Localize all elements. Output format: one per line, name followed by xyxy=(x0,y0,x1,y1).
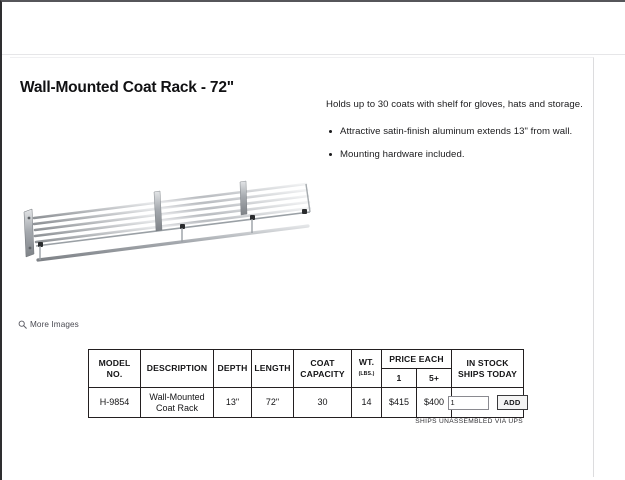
cell-description-line1: Wall-Mounted xyxy=(149,391,205,402)
header-price-qty-5plus: 5+ xyxy=(415,368,453,388)
header-stock-line2: SHIPS TODAY xyxy=(458,368,517,379)
table-header-row-1: MODEL NO. DESCRIPTION DEPTH LENGTH COAT … xyxy=(88,349,525,388)
coat-rack-illustration xyxy=(23,180,312,262)
wall-bracket-right xyxy=(239,180,248,216)
header-coat-capacity-line1: COAT xyxy=(310,357,335,368)
cell-price-5plus: $400 xyxy=(415,387,453,418)
cell-price-1: $415 xyxy=(381,387,417,418)
header-stock-status: IN STOCK SHIPS TODAY xyxy=(451,349,525,388)
header-coat-capacity: COAT CAPACITY xyxy=(293,349,352,388)
magnifier-icon xyxy=(18,320,27,329)
header-weight-label: WT. xyxy=(358,357,375,367)
cell-description: Wall-Mounted Coat Rack xyxy=(140,387,214,418)
top-divider xyxy=(2,54,625,55)
shelf-front-rail xyxy=(35,211,311,247)
cell-depth: 13" xyxy=(213,387,252,418)
header-weight-unit: (LBS.) xyxy=(358,371,375,377)
support-posts xyxy=(38,209,307,260)
spec-price-table: MODEL NO. DESCRIPTION DEPTH LENGTH COAT … xyxy=(88,349,528,418)
cell-coat-capacity: 30 xyxy=(293,387,352,418)
product-intro-text: Holds up to 30 coats with shelf for glov… xyxy=(326,99,583,110)
header-price-each: PRICE EACH xyxy=(380,349,453,369)
shelf-end-cap xyxy=(305,183,311,213)
hanging-bar xyxy=(36,224,310,262)
product-content-card: Wall-Mounted Coat Rack - 72" Holds up to… xyxy=(10,57,594,477)
cell-model-no: H-9854 xyxy=(88,387,141,418)
shelf-rods xyxy=(32,182,312,244)
add-to-cart-button[interactable]: ADD xyxy=(496,395,528,410)
header-depth: DEPTH xyxy=(213,349,252,388)
header-stock-line1: IN STOCK xyxy=(466,357,509,368)
spec-table-container: MODEL NO. DESCRIPTION DEPTH LENGTH COAT … xyxy=(88,349,528,418)
cell-weight: 14 xyxy=(351,387,382,418)
header-model-no-line2: NO. xyxy=(106,368,123,379)
quantity-input[interactable] xyxy=(447,395,489,410)
header-model-no-line1: MODEL xyxy=(98,357,131,368)
header-coat-capacity-line2: CAPACITY xyxy=(300,368,345,379)
cell-description-line2: Coat Rack xyxy=(155,402,199,413)
page-right-gutter xyxy=(595,57,625,480)
table-header-row-2: 1 5+ xyxy=(89,368,524,388)
table-row: H-9854 Wall-Mounted Coat Rack 13" 72" 30… xyxy=(88,387,528,418)
page-title: Wall-Mounted Coat Rack - 72" xyxy=(20,79,234,97)
header-model-no: MODEL NO. xyxy=(88,349,141,388)
more-images-link[interactable]: More Images xyxy=(18,320,79,329)
cell-add-to-cart: ADD xyxy=(447,387,528,418)
product-description-column: Holds up to 30 coats with shelf for glov… xyxy=(326,98,588,171)
header-description: DESCRIPTION xyxy=(140,349,214,388)
wall-bracket-mid xyxy=(153,190,163,232)
more-images-label: More Images xyxy=(30,320,79,329)
header-price-qty-1: 1 xyxy=(381,368,417,388)
list-item: Attractive satin-finish aluminum extends… xyxy=(326,125,588,138)
product-image[interactable] xyxy=(18,168,318,288)
cell-length: 72" xyxy=(251,387,294,418)
header-length: LENGTH xyxy=(251,349,294,388)
header-weight: WT. (LBS.) xyxy=(351,349,382,388)
product-feature-list: Attractive satin-finish aluminum extends… xyxy=(326,125,588,161)
wall-bracket-left xyxy=(23,208,35,258)
shipping-note: SHIPS UNASSEMBLED VIA UPS xyxy=(415,418,523,425)
list-item: Mounting hardware included. xyxy=(326,148,588,161)
